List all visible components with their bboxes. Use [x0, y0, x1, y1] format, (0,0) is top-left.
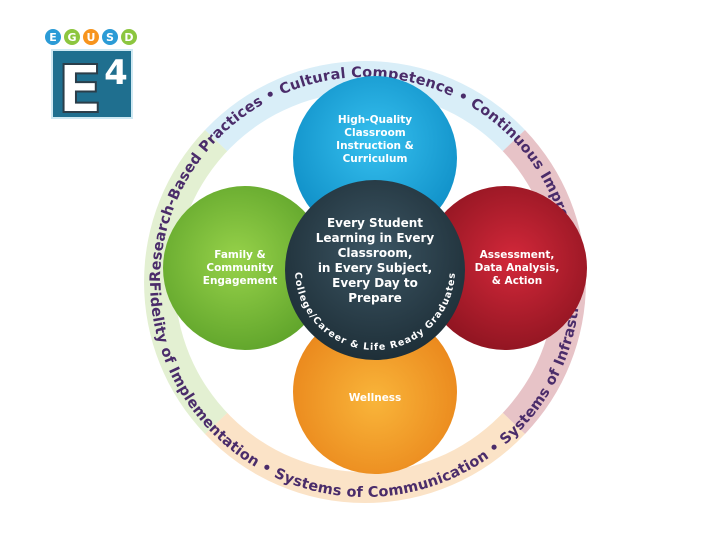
center-line-3: Classroom,	[338, 246, 413, 260]
petal-right-line-3: & Action	[492, 275, 542, 287]
logo-letter-circles: E G U S D	[45, 29, 137, 45]
egusd-e4-logo: E G U S D E 4	[45, 29, 137, 120]
logo-circle-g	[64, 29, 80, 45]
petal-label-bottom: Wellness	[349, 392, 402, 404]
petal-bottom-line-1: Wellness	[349, 392, 402, 404]
center-line-6: Prepare	[348, 291, 402, 305]
petal-left	[163, 186, 327, 350]
petal-label-right: Assessment, Data Analysis, & Action	[475, 249, 560, 287]
logo-letter: E	[49, 31, 57, 44]
petal-label-left: Family & Community Engagement	[203, 249, 277, 287]
petal-top-line-3: Instruction &	[336, 140, 414, 152]
center-line-5: Every Day to	[332, 276, 418, 290]
logo-box	[52, 50, 132, 118]
petal-left-line-1: Family &	[214, 249, 265, 261]
logo-superscript: 4	[104, 53, 128, 93]
logo-letter: D	[124, 31, 133, 44]
petal-right	[423, 186, 587, 350]
petal-right-line-2: Data Analysis,	[475, 262, 560, 274]
center-line-4: in Every Subject,	[318, 261, 432, 275]
petal-left-line-3: Engagement	[203, 275, 277, 287]
petal-left-line-2: Community	[206, 262, 273, 274]
center-line-2: Learning in Every	[316, 231, 435, 245]
petal-bottom	[293, 310, 457, 474]
logo-letter: G	[67, 31, 76, 44]
petal-top-line-1: High-Quality	[338, 114, 412, 126]
petal-top-line-2: Classroom	[344, 127, 405, 139]
logo-circle-e	[45, 29, 61, 45]
center-line-1: Every Student	[327, 216, 423, 230]
logo-letter: U	[87, 31, 96, 44]
logo-circle-s	[102, 29, 118, 45]
logo-letter: S	[106, 31, 114, 44]
logo-mark: E	[57, 51, 102, 120]
center-label: Every Student Learning in Every Classroo…	[316, 216, 435, 305]
logo-box-border	[51, 49, 133, 119]
center-circle	[285, 180, 465, 360]
logo-circle-u	[83, 29, 99, 45]
petal-label-top: High-Quality Classroom Instruction & Cur…	[336, 114, 414, 165]
petal-right-line-1: Assessment,	[480, 249, 555, 261]
petal-top-line-4: Curriculum	[343, 153, 408, 165]
logo-circle-d	[121, 29, 137, 45]
